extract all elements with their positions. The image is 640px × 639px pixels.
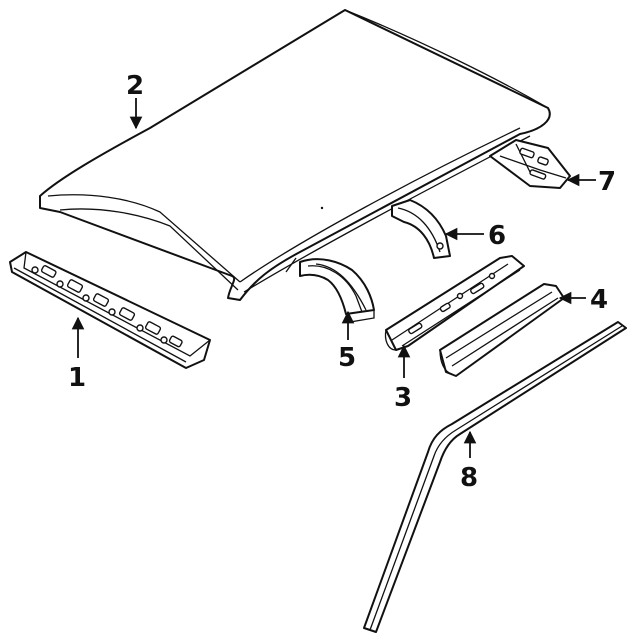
callout-4: 4 [590,285,608,315]
leader-lines [71,98,596,458]
part-roof-bow-middle [391,199,451,259]
callout-5: 5 [338,343,356,373]
callout-3: 3 [394,383,412,413]
callout-8: 8 [460,463,478,493]
part-rear-bracket [489,139,571,189]
header-holes [31,265,183,348]
part-roof-panel [39,9,551,301]
part-roof-bow-front [299,258,375,323]
part-weatherstrip [363,321,627,633]
part-front-header [9,251,211,369]
part-side-rail-reinforcement [384,255,525,351]
callout-6: 6 [488,221,506,251]
callout-1: 1 [68,363,86,393]
callout-7: 7 [598,167,616,197]
callout-labels: 1 2 3 4 5 6 7 8 [68,71,616,493]
speck [320,206,324,210]
callout-2: 2 [126,71,144,101]
